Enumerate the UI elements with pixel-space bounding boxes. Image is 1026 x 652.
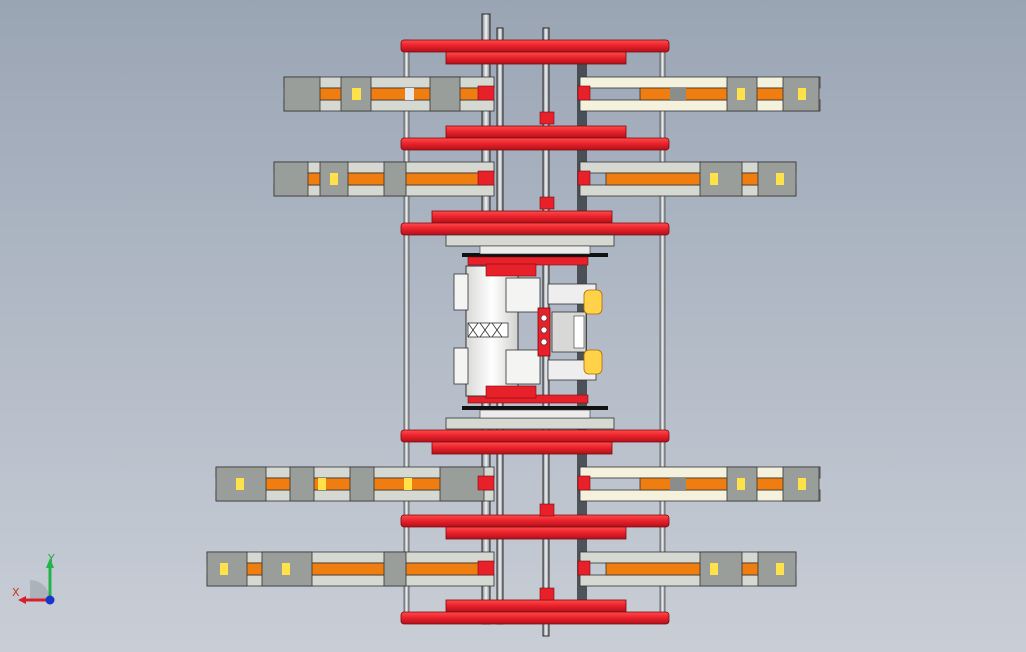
arm-lower-right-1 [579,466,821,502]
center-hub [453,263,603,399]
arm-upper-left-2 [273,161,495,197]
arm-upper-right-1 [579,76,821,112]
arm-lower-right-2 [579,551,797,587]
arm-lower-left-1 [215,466,495,502]
axis-triad-icon [18,558,55,605]
axis-y-label: Y [48,552,55,565]
arm-upper-left-1 [283,76,495,112]
coordinate-triad: X Y [6,550,66,610]
red-frame-plates [400,39,670,625]
arm-upper-right-2 [579,161,797,197]
rod-clips [477,85,591,601]
axis-x-label: X [12,586,20,599]
arm-lower-left-2 [206,551,495,587]
hub-spacers [445,234,615,430]
